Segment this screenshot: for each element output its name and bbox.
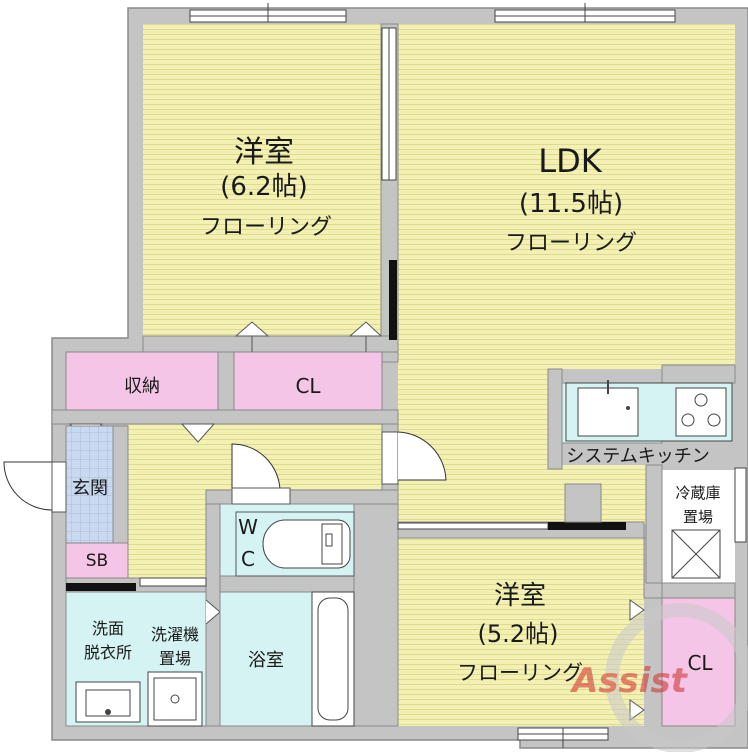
ldk-floor bbox=[398, 24, 735, 369]
room-floors bbox=[128, 24, 735, 726]
watermark: Assist bbox=[569, 603, 748, 752]
washroom bbox=[65, 591, 221, 727]
washroom-label-1: 洗面 bbox=[92, 619, 124, 638]
bathtub bbox=[311, 591, 355, 727]
toilet-label-w: W bbox=[238, 515, 258, 539]
entrance bbox=[3, 425, 129, 544]
closet-1 bbox=[233, 351, 383, 411]
closet-1-label: CL bbox=[295, 374, 321, 398]
fridge-label-1: 冷蔵庫 bbox=[675, 484, 720, 502]
washer-label-2: 置場 bbox=[159, 649, 191, 668]
ldk-floor-type: フローリング bbox=[505, 231, 637, 256]
wall-accents bbox=[66, 260, 626, 591]
fridge-label-2: 置場 bbox=[683, 508, 713, 526]
stove bbox=[675, 387, 727, 437]
storage-label: 収納 bbox=[124, 376, 160, 397]
interior-walls bbox=[51, 23, 736, 727]
western-room-1-floor bbox=[143, 24, 381, 336]
bath-label: 浴室 bbox=[248, 650, 284, 671]
washer-label-1: 洗濯機 bbox=[151, 625, 199, 644]
shoebox bbox=[65, 542, 129, 579]
western-room-1-floor-type: フローリング bbox=[200, 215, 332, 240]
western-room-1-name: 洋室 bbox=[234, 135, 294, 170]
kitchen-label: システムキッチン bbox=[566, 446, 709, 467]
watermark-text: Assist bbox=[569, 661, 689, 701]
closet-2-label: CL bbox=[687, 651, 713, 675]
toilet-label-c: C bbox=[241, 547, 255, 571]
entrance-label: 玄関 bbox=[72, 478, 108, 499]
toilet bbox=[219, 443, 355, 577]
hall-door bbox=[381, 431, 447, 485]
windows bbox=[139, 3, 747, 748]
closets bbox=[65, 351, 736, 727]
western-room-2-size: (5.2帖) bbox=[478, 620, 559, 648]
hallway-floor-side bbox=[128, 492, 206, 584]
bathroom bbox=[219, 591, 355, 727]
wash-basin bbox=[75, 681, 141, 723]
kitchen bbox=[561, 380, 733, 579]
room-labels: 洋室 (6.2帖) フローリング LDK (11.5帖) フローリング 洋室 (… bbox=[72, 135, 721, 685]
western-room-1-size: (6.2帖) bbox=[220, 172, 308, 202]
western-room-2-name: 洋室 bbox=[494, 581, 546, 611]
washroom-label-2: 脱衣所 bbox=[84, 643, 132, 662]
ldk-name: LDK bbox=[538, 142, 602, 180]
western-room-2-floor-type: フローリング bbox=[457, 661, 583, 685]
entrance-door bbox=[3, 461, 53, 511]
western-room-2-floor bbox=[398, 538, 644, 726]
shoebox-label: SB bbox=[86, 551, 108, 571]
fridge-column bbox=[564, 483, 602, 523]
toilet-door bbox=[231, 443, 281, 491]
kitchen-sink bbox=[577, 387, 639, 437]
storage-room bbox=[65, 351, 219, 411]
washer-space bbox=[147, 671, 203, 727]
ldk-size: (11.5帖) bbox=[519, 189, 623, 219]
